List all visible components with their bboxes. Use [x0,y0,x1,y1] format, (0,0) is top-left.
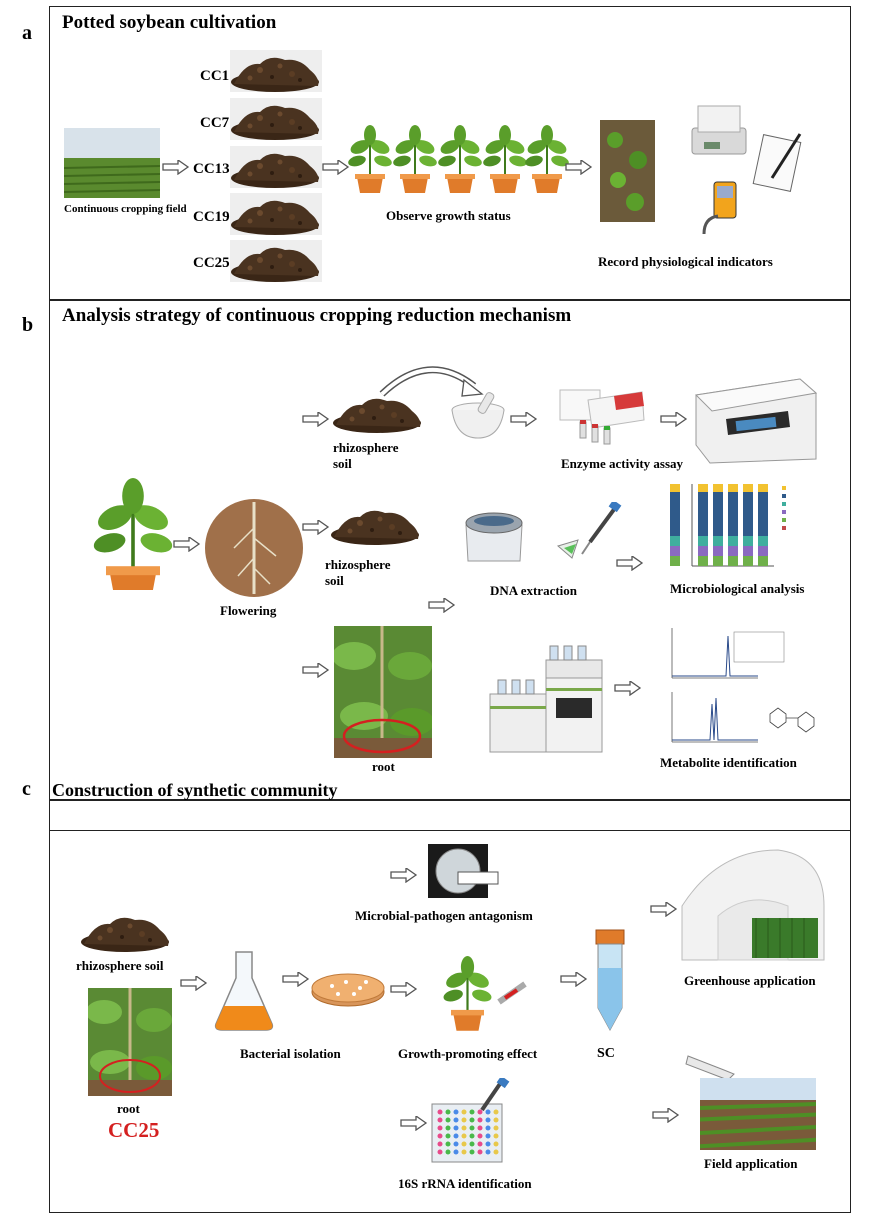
potted-plant-icon [436,125,484,194]
greenhouse-label: Greenhouse application [684,973,816,988]
potted-plant-icon [441,956,494,1032]
mortar-icon [451,392,505,439]
potted-plant-icon [391,125,439,194]
plate-reader-icon [694,378,818,464]
centrifuge-icon [465,512,523,562]
isolation-label: Bacterial isolation [240,1046,341,1061]
tube-icon [685,1055,735,1081]
continuous-field-photo [64,128,160,198]
pipette-icon [556,502,622,559]
flask-icon [214,951,274,1031]
rhizosphere-soil-mid-label: rhizosphere soil [325,557,391,588]
panel-b [49,300,851,800]
syringe-icon [497,981,527,1005]
flowering-root-icon [205,499,303,597]
arrow-icon [162,160,189,175]
arrow-icon [302,663,329,678]
potted-plant-icon [89,478,177,590]
rhizosphere-soil-c-label: rhizosphere soil [76,958,164,973]
potted-plant-icon [346,125,394,194]
micro-label: Microbiological analysis [670,581,805,596]
chromatogram-icon [671,628,815,743]
sample-cc13-label: CC13 [193,161,230,177]
soil-pile-icon [81,917,169,952]
sample-cc25-label: CC25 [193,255,230,271]
panel-b-letter: b [22,314,34,336]
soil-pile-icon [230,98,322,140]
arrow-icon [428,598,455,613]
arrow-icon [565,160,592,175]
soil-pile-icon [230,146,322,188]
arrow-icon [173,537,200,552]
meter-icon [702,181,737,235]
panel-a [49,6,851,300]
dna-label: DNA extraction [490,583,578,598]
observe-label: Observe growth status [386,208,511,223]
field-application-label: Field application [704,1156,798,1171]
sample-cc1-label: CC1 [200,68,230,84]
assay-kit-icon [559,389,645,445]
arrow-icon [660,412,687,427]
panel-c-title-band [49,800,851,831]
notebook-icon [752,133,802,192]
record-label: Record physiological indicators [598,254,773,269]
soil-pile-icon [230,193,322,235]
enzyme-label: Enzyme activity assay [561,456,684,471]
panel-c-title: Construction of synthetic community [52,780,338,800]
petri-dish-icon [311,973,385,1007]
growth-label: Growth-promoting effect [398,1046,538,1061]
root-photo-c [88,988,172,1096]
sc-label: SC [597,1046,615,1061]
flowering-label: Flowering [220,603,277,618]
arrow-icon [302,412,329,427]
sample-cc7-label: CC7 [200,115,230,131]
arrow-icon [560,972,587,987]
hplc-icon [489,645,603,753]
field-plants-photo [600,120,655,222]
soil-pile-icon [230,50,322,92]
balance-icon [691,105,747,155]
rhizosphere-soil-top-label: rhizosphere soil [333,440,399,471]
metabolite-label: Metabolite identification [660,755,797,770]
field-label: Continuous cropping field [64,203,187,215]
root-label-b: root [372,759,395,774]
rrna-label: 16S rRNA identification [398,1176,532,1191]
soil-pile-icon [331,510,419,545]
panel-b-title: Analysis strategy of continuous cropping… [62,305,572,326]
arrow-icon [390,868,417,883]
root-photo [334,626,432,758]
arrow-icon [510,412,537,427]
well-plate-icon [431,1078,510,1163]
arrow-icon [180,976,207,991]
arrow-icon [650,902,677,917]
soil-pile-icon [333,398,421,433]
panel-a-letter: a [22,22,32,44]
cc25-label: CC25 [108,1118,160,1142]
greenhouse-icon [681,849,825,961]
arrow-icon [614,681,641,696]
antagonism-plate-icon [428,844,499,898]
panel-a-title: Potted soybean cultivation [62,12,277,33]
arrow-icon [390,982,417,997]
stacked-bar-chart-icon [670,484,786,567]
arrow-icon [302,520,329,535]
arrow-icon [282,972,309,987]
root-label-c: root [117,1101,140,1116]
arrow-icon [652,1108,679,1123]
curved-arrow-icon [379,366,484,397]
soil-pile-icon [230,240,322,282]
arrow-icon [616,556,643,571]
tube-icon [595,929,625,1032]
field-application-photo [700,1078,816,1150]
arrow-icon [400,1116,427,1131]
sample-cc19-label: CC19 [193,209,230,225]
antagonism-label: Microbial-pathogen antagonism [355,908,533,923]
panel-c-letter: c [22,778,31,800]
panel-c [49,830,851,1213]
